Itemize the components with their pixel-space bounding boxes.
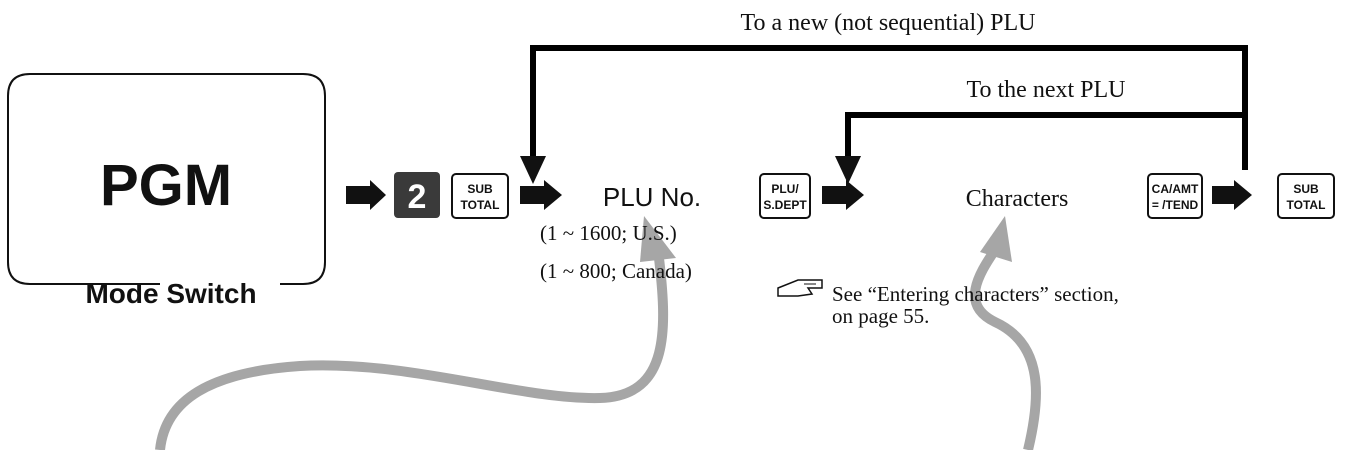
loop-next-plu-label: To the next PLU xyxy=(967,77,1126,103)
mode-switch-label: Mode Switch xyxy=(85,278,256,309)
characters-label: Characters xyxy=(966,186,1069,212)
mode-name: PGM xyxy=(100,153,232,218)
flow-arrow-1 xyxy=(346,180,386,210)
loop-new-plu-label: To a new (not sequential) PLU xyxy=(741,10,1036,36)
svg-text:PLU/: PLU/ xyxy=(771,182,799,196)
svg-text:SUB: SUB xyxy=(1293,182,1319,196)
gray-pointer-arrow-characters xyxy=(970,247,1042,450)
note-line-1: See “Entering characters” section, xyxy=(832,282,1119,306)
plu-number-label: PLU No. xyxy=(603,182,701,212)
number-key-2: 2 xyxy=(394,172,440,218)
plu-key: PLU/ S.DEPT xyxy=(759,173,811,219)
svg-text:S.DEPT: S.DEPT xyxy=(763,198,807,212)
flow-arrow-4 xyxy=(1212,180,1252,210)
gray-pointer-arrowhead-characters xyxy=(980,216,1012,262)
gray-pointer-arrow-plu xyxy=(155,249,669,450)
gray-pointer-arrowhead-plu xyxy=(640,216,676,262)
plu-range-canada: (1 ~ 800; Canada) xyxy=(540,259,692,283)
loop-new-plu: To a new (not sequential) PLU xyxy=(520,10,1248,184)
subtotal-key: SUB TOTAL xyxy=(451,173,509,219)
flow-arrow-2 xyxy=(520,180,562,210)
svg-text:2: 2 xyxy=(408,178,427,216)
plu-range-us: (1 ~ 1600; U.S.) xyxy=(540,221,677,245)
mode-switch-box: PGM Mode Switch xyxy=(7,73,326,309)
loop-next-plu: To the next PLU xyxy=(835,77,1245,184)
pointing-hand-icon xyxy=(777,279,823,297)
final-subtotal-key: SUB TOTAL xyxy=(1277,173,1335,219)
svg-text:SUB: SUB xyxy=(467,182,493,196)
svg-text:TOTAL: TOTAL xyxy=(1287,198,1326,212)
flow-arrow-3 xyxy=(822,180,864,210)
svg-text:TOTAL: TOTAL xyxy=(461,198,500,212)
ca-amt-tend-key: CA/AMT = /TEND xyxy=(1147,173,1203,219)
svg-text:CA/AMT: CA/AMT xyxy=(1152,182,1199,196)
svg-text:= /TEND: = /TEND xyxy=(1152,198,1199,212)
note-line-2: on page 55. xyxy=(832,304,929,328)
